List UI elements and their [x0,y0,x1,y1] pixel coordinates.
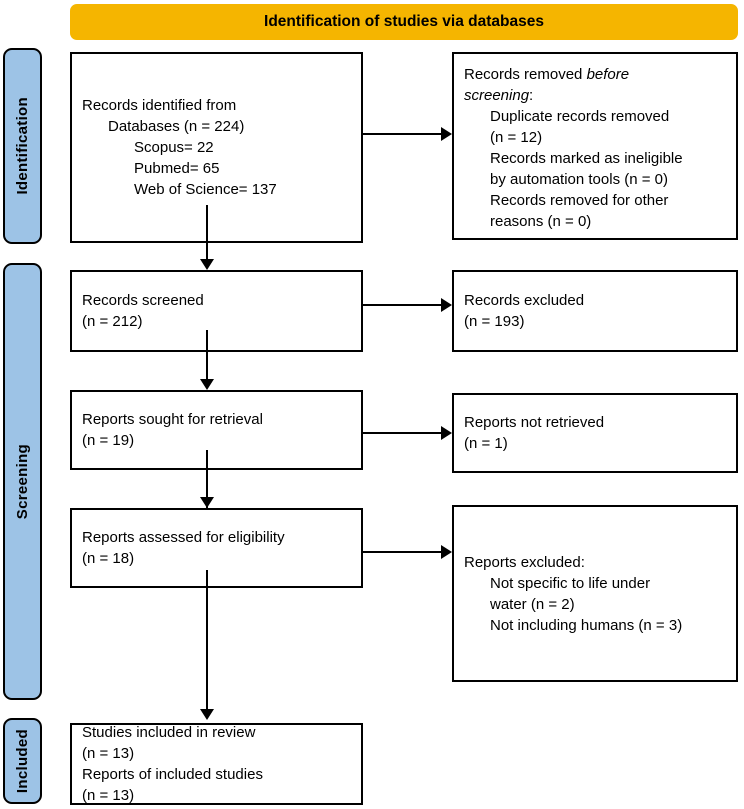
box-line: Records excluded [464,292,585,309]
box-line: Reports assessed for eligibility [82,529,285,546]
connector-assessed-to-excluded [363,551,444,553]
box-line: (n = 13) [82,745,135,762]
stage-label-screening: Screening [14,443,31,520]
arrowhead-down-icon [200,259,214,270]
box-line: (n = 13) [82,787,135,804]
reports-not-retrieved-box: Reports not retrieved (n = 1) [452,393,738,473]
connector-assessed-to-included [206,570,208,712]
box-line: Records identified from [82,97,237,114]
box-line: by automation tools (n = 0) [490,171,669,188]
connector-sought-to-not-retrieved [363,432,444,434]
box-line: Reports of included studies [82,766,263,783]
records-removed-box: Records removed before screening: Duplic… [452,52,738,240]
box-line-text: Records removed [464,66,587,83]
stage-band-screening: Screening [3,263,42,700]
box-line: Studies included in review [82,724,256,741]
box-line: Records removed for other [490,192,669,209]
box-line: Scopus= 22 [134,139,214,156]
box-line: Reports sought for retrieval [82,411,263,428]
banner-title: Identification of studies via databases [264,13,544,30]
connector-sought-to-assessed [206,450,208,508]
box-line-emphasis: before [586,66,630,83]
studies-included-box: Studies included in review (n = 13) Repo… [70,723,363,805]
arrowhead-right-icon [441,545,452,559]
arrowhead-right-icon [441,426,452,440]
box-line-text: : [529,87,534,104]
box-line: (n = 193) [464,313,525,330]
connector-identified-to-screened [206,205,208,267]
box-line: (n = 12) [490,129,543,146]
stage-band-included: Included [3,718,42,804]
box-line: Reports not retrieved [464,414,605,431]
box-line: screening: [464,85,736,106]
box-line: (n = 19) [82,432,135,449]
box-line: (n = 1) [464,435,508,452]
box-line: Not specific to life under [490,574,651,592]
box-line: reasons (n = 0) [490,213,592,230]
stage-label-included: Included [14,728,31,794]
box-line: Records removed before [464,64,736,85]
identification-banner: Identification of studies via databases [70,4,738,40]
box-line: Reports excluded: [464,553,585,571]
records-excluded-box: Records excluded (n = 193) [452,270,738,352]
arrowhead-right-icon [441,127,452,141]
box-line: (n = 212) [82,313,143,330]
reports-assessed-box: Reports assessed for eligibility (n = 18… [70,508,363,588]
reports-sought-box: Reports sought for retrieval (n = 19) [70,390,363,470]
stage-label-identification: Identification [14,97,31,195]
box-line: Not including humans (n = 3) [490,616,683,634]
box-line: (n = 18) [82,550,135,567]
arrowhead-down-icon [200,379,214,390]
box-line: water (n = 2) [490,595,575,613]
box-line: Databases (n = 224) [108,118,245,135]
box-line: Web of Science= 137 [134,181,277,198]
box-line: Pubmed= 65 [134,160,220,177]
stage-band-identification: Identification [3,48,42,244]
records-screened-box: Records screened (n = 212) [70,270,363,352]
arrowhead-right-icon [441,298,452,312]
box-line-emphasis: screening [464,87,530,104]
connector-identified-to-removed [363,133,444,135]
reports-excluded-box: Reports excluded: Not specific to life u… [452,505,738,682]
box-line: Records screened [82,292,204,309]
records-identified-box: Records identified from Databases (n = 2… [70,52,363,243]
connector-screened-to-excluded [363,304,444,306]
connector-screened-to-sought [206,330,208,388]
arrowhead-down-icon [200,497,214,508]
box-line: Records marked as ineligible [490,150,683,167]
arrowhead-down-icon [200,709,214,720]
box-line: Duplicate records removed [490,108,670,125]
